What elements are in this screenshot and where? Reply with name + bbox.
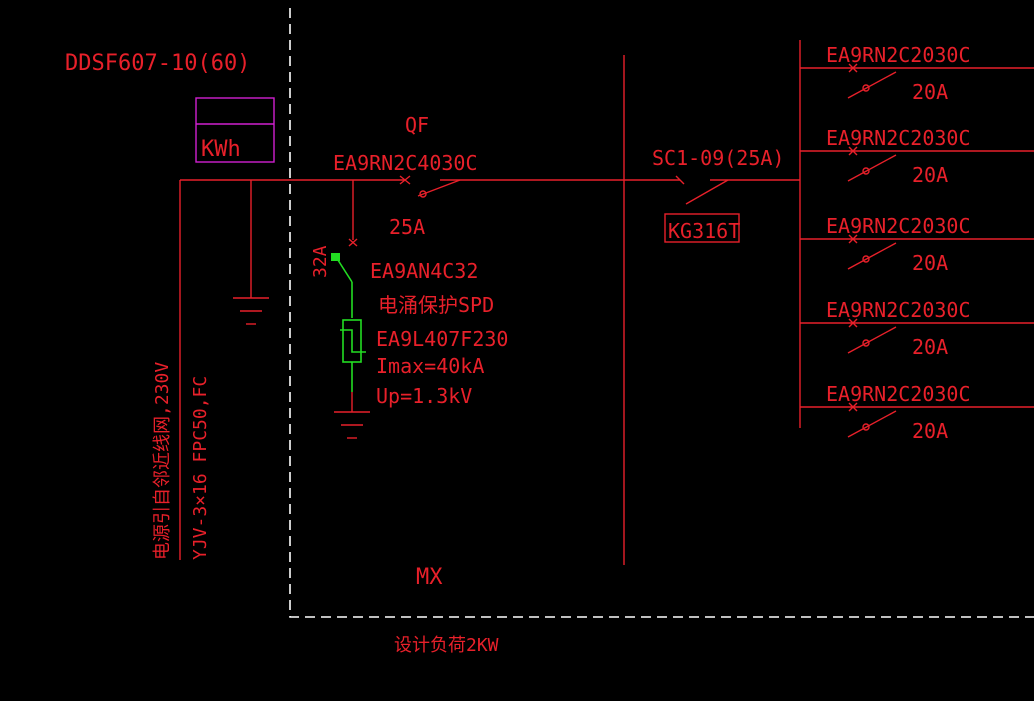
branch-rating: 20A xyxy=(912,80,948,104)
contactor-blade xyxy=(685,179,729,205)
branch-breaker-blade xyxy=(847,71,897,99)
branch-model: EA9RN2C2030C xyxy=(826,382,971,406)
branch-breaker-x2 xyxy=(848,146,858,156)
branch-model: EA9RN2C2030C xyxy=(826,126,971,150)
timer-model: KG316T xyxy=(668,219,740,243)
main-breaker-rating: 25A xyxy=(389,215,425,239)
spd-up: Up=1.3kV xyxy=(376,384,472,408)
branch-breaker-pivot xyxy=(862,84,870,92)
main-breaker-x2 xyxy=(399,175,411,185)
spd-name: 电涌保护SPD xyxy=(378,293,494,317)
spd-breaker-handle xyxy=(331,253,340,261)
spd-breaker-x2 xyxy=(348,238,358,247)
spd-model: EA9L407F230 xyxy=(376,327,508,351)
spd-varistor-mark xyxy=(340,329,366,353)
branch-circuit: EA9RN2C2030C 20A xyxy=(800,382,1034,443)
branch-rating: 20A xyxy=(912,251,948,275)
incoming-cable: YJV-3×16 FPC50,FC xyxy=(190,376,211,560)
main-breaker-model: EA9RN2C4030C xyxy=(333,151,478,175)
spd-breaker-rating: 32A xyxy=(310,245,331,278)
contactor-mark xyxy=(675,175,685,185)
spd-breaker-blade xyxy=(335,256,353,283)
meter-model: DDSF607-10(60) xyxy=(65,51,250,76)
main-breaker-pivot xyxy=(419,190,427,198)
timer-box xyxy=(664,213,740,243)
branch-breaker-blade xyxy=(847,154,897,182)
branch-breaker-pivot xyxy=(862,167,870,175)
branch-circuit: EA9RN2C2030C 20A xyxy=(800,214,1034,275)
branch-breaker-pivot xyxy=(862,339,870,347)
panel-border xyxy=(289,8,1034,618)
branch-model: EA9RN2C2030C xyxy=(826,43,971,67)
branch-breaker-x2 xyxy=(848,234,858,244)
branch-circuit: EA9RN2C2030C 20A xyxy=(800,126,1034,187)
branch-circuit: EA9RN2C2030C 20A xyxy=(800,43,1034,104)
branch-rating: 20A xyxy=(912,335,948,359)
meter-unit: KWh xyxy=(201,137,241,162)
branch-breaker-pivot xyxy=(862,255,870,263)
branch-breaker-blade xyxy=(847,242,897,270)
source-note: 电源引自邻近线网,230V xyxy=(152,362,173,560)
meter-box xyxy=(195,97,275,163)
branch-breaker-blade xyxy=(847,410,897,438)
branch-breaker-blade xyxy=(847,326,897,354)
spd-breaker-model: EA9AN4C32 xyxy=(370,259,478,283)
branch-rating: 20A xyxy=(912,163,948,187)
main-breaker-tag: QF xyxy=(405,113,429,137)
panel-name: MX xyxy=(416,565,443,590)
branch-rating: 20A xyxy=(912,419,948,443)
main-breaker-blade xyxy=(417,179,461,197)
spd-imax: Imax=40kA xyxy=(376,354,484,378)
panel-load: 设计负荷2KW xyxy=(394,635,499,656)
branch-breaker-x2 xyxy=(848,318,858,328)
branch-circuit: EA9RN2C2030C 20A xyxy=(800,298,1034,359)
branch-breaker-x2 xyxy=(848,402,858,412)
branch-model: EA9RN2C2030C xyxy=(826,298,971,322)
branch-model: EA9RN2C2030C xyxy=(826,214,971,238)
branch-breaker-x2 xyxy=(848,63,858,73)
contactor-model: SC1-09(25A) xyxy=(652,146,784,170)
branch-breaker-pivot xyxy=(862,423,870,431)
